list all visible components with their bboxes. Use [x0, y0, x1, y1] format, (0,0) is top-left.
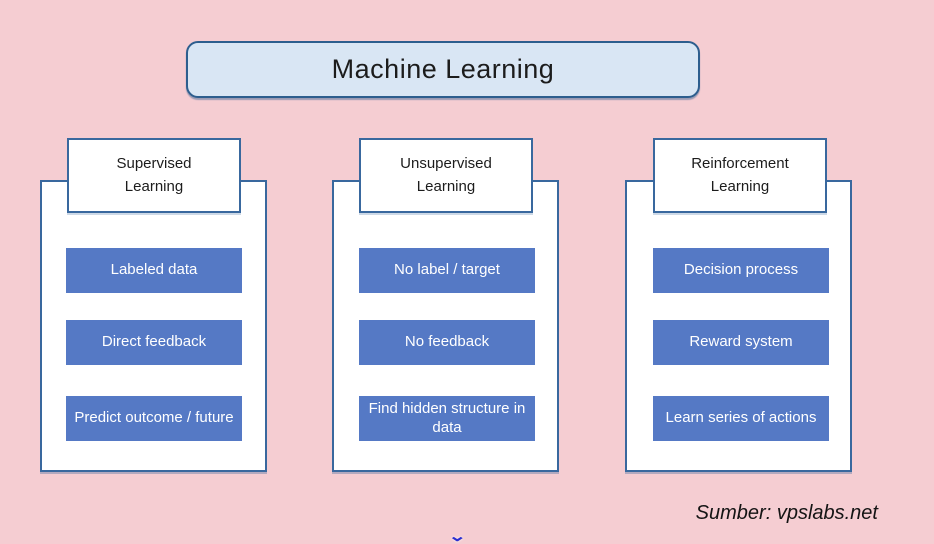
item-learn-series-actions: Learn series of actions	[653, 396, 829, 441]
item-decision-process: Decision process	[653, 248, 829, 293]
diagram-title: Machine Learning	[186, 41, 700, 98]
item-find-hidden-structure: Find hidden structure in data	[359, 396, 535, 441]
column-header-unsupervised: Unsupervised Learning	[359, 138, 533, 213]
chevron-down-icon[interactable]: ⌄	[447, 528, 467, 544]
item-direct-feedback: Direct feedback	[66, 320, 242, 365]
source-credit: Sumber: vpslabs.net	[695, 502, 878, 524]
column-header-supervised: Supervised Learning	[67, 138, 241, 213]
item-labeled-data: Labeled data	[66, 248, 242, 293]
item-no-label-target: No label / target	[359, 248, 535, 293]
item-predict-outcome: Predict outcome / future	[66, 396, 242, 441]
item-reward-system: Reward system	[653, 320, 829, 365]
column-header-reinforcement: Reinforcement Learning	[653, 138, 827, 213]
item-no-feedback: No feedback	[359, 320, 535, 365]
